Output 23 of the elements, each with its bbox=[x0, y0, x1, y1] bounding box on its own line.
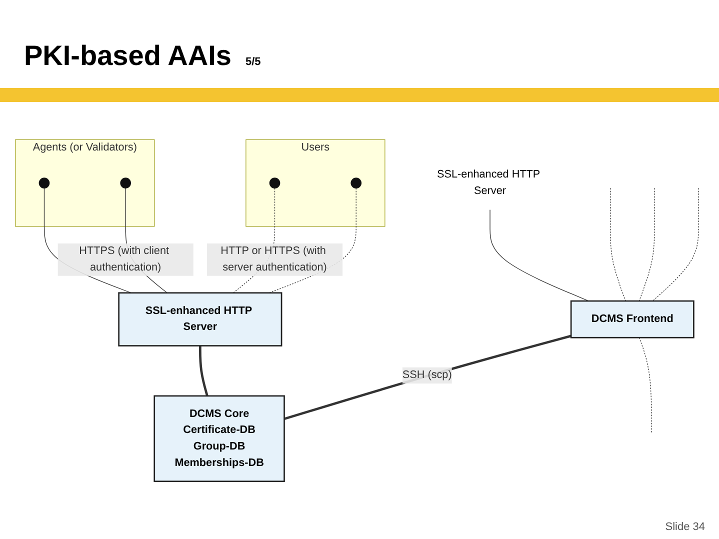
cluster: Users bbox=[246, 139, 386, 227]
connector bbox=[198, 346, 208, 396]
connector bbox=[490, 209, 590, 302]
node-person bbox=[120, 178, 132, 188]
connector bbox=[638, 337, 652, 434]
slide-footer: Slide 34 bbox=[665, 521, 705, 533]
slide-title: PKI-based AAIs bbox=[24, 40, 232, 72]
edge-label: HTTPS (with client authentication) bbox=[79, 245, 169, 274]
node-box: DCMS Frontend bbox=[570, 300, 694, 338]
connector bbox=[652, 188, 699, 302]
cluster: Agents (or Validators) bbox=[15, 139, 155, 227]
edge-label: SSH (scp) bbox=[402, 369, 452, 381]
slide-number: 5/5 bbox=[245, 56, 261, 68]
node-person bbox=[38, 178, 50, 188]
connector bbox=[610, 188, 626, 302]
connector bbox=[284, 334, 572, 420]
edge-label: HTTP or HTTPS (with server authentication) bbox=[220, 245, 327, 274]
node-person bbox=[269, 178, 280, 188]
node-person bbox=[350, 178, 362, 188]
node-box: DCMS Core Certificate-DB Group-DB Memberships-DB bbox=[154, 395, 285, 482]
node-text: SSL-enhanced HTTP Server bbox=[437, 168, 540, 197]
node-box: SSL-enhanced HTTP Server bbox=[118, 292, 282, 346]
connector bbox=[638, 188, 655, 302]
